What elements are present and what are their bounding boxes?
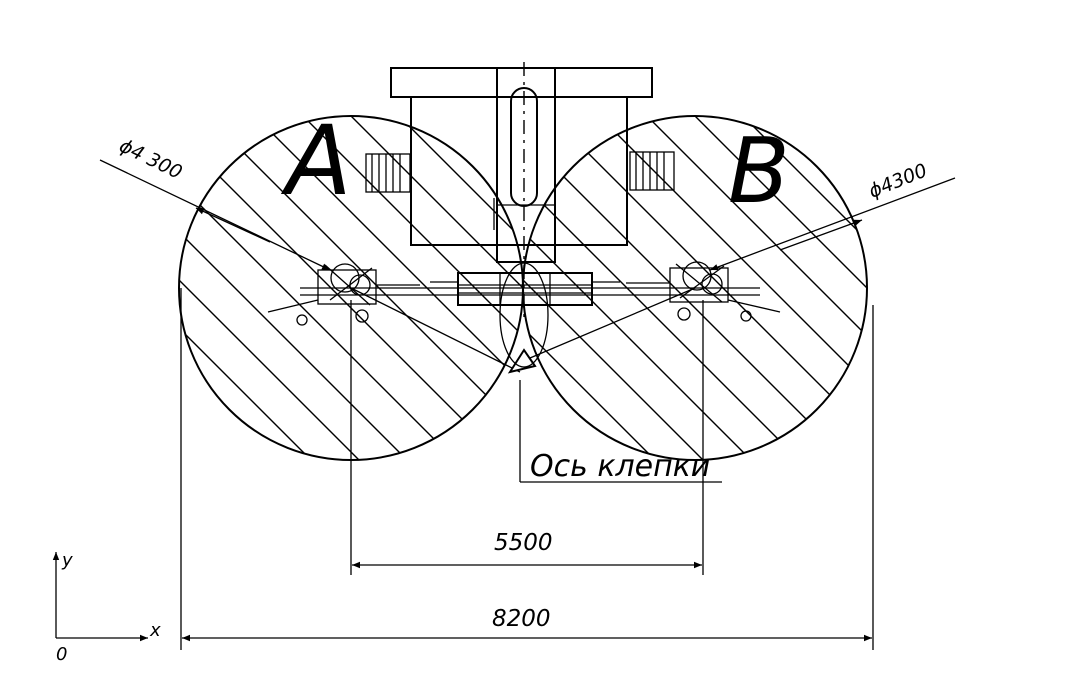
hatch-line: [714, 116, 867, 460]
hatch-line: [523, 116, 684, 460]
dimension-lines: [180, 288, 874, 650]
hatch-line: [666, 116, 867, 460]
hatch-line: [370, 116, 523, 460]
hatch-line: [570, 116, 867, 460]
axis-origin-label: 0: [56, 644, 67, 665]
hatch-line: [179, 116, 388, 460]
axis-x-label: x: [149, 620, 161, 641]
diameter-label-right: ϕ4300: [866, 159, 931, 202]
hatch-line: [322, 116, 523, 460]
rail-assembly: [300, 261, 760, 306]
left-ladder: [365, 153, 411, 193]
zone-label-a: A: [280, 105, 352, 217]
diameter-leader-left: [99, 159, 331, 271]
riveting-axis-label: Ось клепки: [530, 449, 710, 484]
hatch-line: [618, 116, 867, 460]
dimension-overall-label: 8200: [492, 606, 551, 632]
diameter-label-left: ϕ4 300: [116, 135, 186, 184]
reach-lines: [350, 262, 696, 374]
robot-b: [626, 261, 781, 322]
right-ladder: [629, 151, 675, 191]
diameter-leader-right: [709, 177, 956, 271]
hatch-line: [179, 116, 484, 460]
zone-label-b: B: [728, 119, 790, 224]
axis-y-label: y: [61, 550, 73, 571]
machine-frame: [390, 62, 653, 320]
coordinate-axes: [52, 552, 148, 642]
hatch-line: [179, 116, 340, 460]
robot-a: [267, 263, 420, 326]
hatch-line: [179, 116, 436, 460]
dimension-inner-label: 5500: [494, 530, 553, 556]
